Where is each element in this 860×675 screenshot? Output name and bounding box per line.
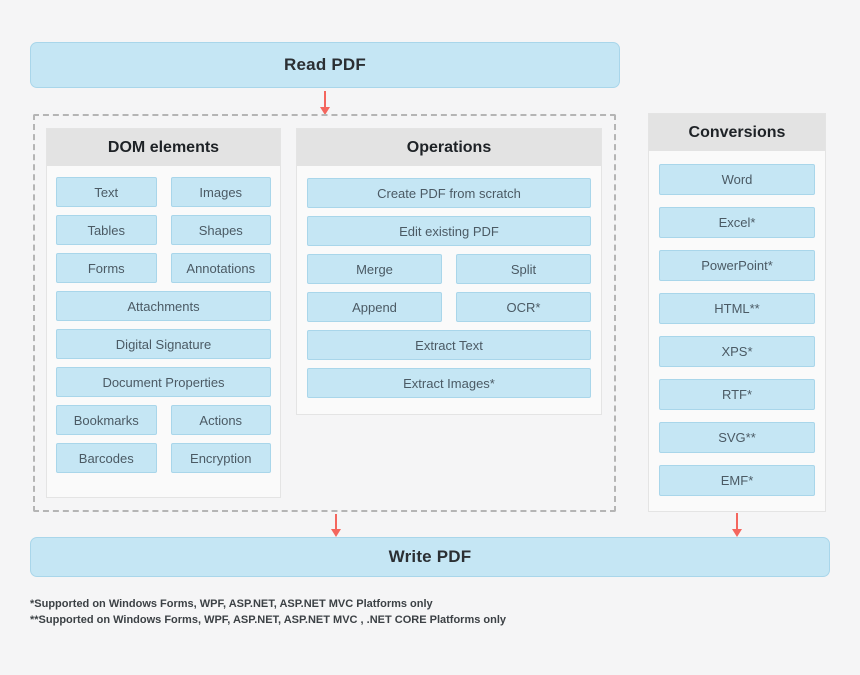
- operation-box: Extract Text: [307, 330, 591, 360]
- dom-item-box: Images: [170, 177, 271, 207]
- operations-panel: Operations Create PDF from scratch Edit …: [296, 128, 602, 415]
- dom-item-box: Actions: [170, 405, 271, 435]
- dom-elements-body: Text Images Tables Shapes Forms Annotati…: [47, 166, 280, 484]
- dom-elements-panel: DOM elements Text Images Tables Shapes F…: [46, 128, 281, 498]
- operation-box: Edit existing PDF: [307, 216, 591, 246]
- conversions-header: Conversions: [649, 114, 825, 151]
- conversion-box: HTML**: [659, 293, 815, 324]
- operations-body: Create PDF from scratch Edit existing PD…: [297, 166, 601, 410]
- operation-box: Extract Images*: [307, 368, 591, 398]
- conversion-box: SVG**: [659, 422, 815, 453]
- arrow-down-icon: [331, 514, 341, 537]
- conversion-box: EMF*: [659, 465, 815, 496]
- dom-item-box: Encryption: [170, 443, 271, 473]
- dom-item-box: Tables: [56, 215, 157, 245]
- dom-item-box: Document Properties: [56, 367, 271, 397]
- dom-item-box: Barcodes: [56, 443, 157, 473]
- dom-elements-header: DOM elements: [47, 129, 280, 166]
- conversions-panel: Conversions Word Excel* PowerPoint* HTML…: [648, 113, 826, 512]
- conversions-body: Word Excel* PowerPoint* HTML** XPS* RTF*…: [649, 151, 825, 509]
- conversion-box: PowerPoint*: [659, 250, 815, 281]
- dom-item-box: Annotations: [170, 253, 271, 283]
- conversion-box: Excel*: [659, 207, 815, 238]
- arrow-down-icon: [320, 91, 330, 115]
- write-pdf-label: Write PDF: [388, 547, 472, 566]
- operation-box: Merge: [307, 254, 442, 284]
- conversion-box: XPS*: [659, 336, 815, 367]
- dom-item-box: Text: [56, 177, 157, 207]
- write-pdf-node: Write PDF: [30, 537, 830, 577]
- dom-item-box: Shapes: [170, 215, 271, 245]
- conversion-box: RTF*: [659, 379, 815, 410]
- read-pdf-label: Read PDF: [284, 55, 366, 74]
- dom-item-box: Digital Signature: [56, 329, 271, 359]
- operation-box: Append: [307, 292, 442, 322]
- dom-operations-group: [33, 114, 616, 512]
- operation-box: OCR*: [456, 292, 591, 322]
- operation-box: Split: [456, 254, 591, 284]
- arrow-down-icon: [732, 513, 742, 537]
- dom-item-box: Attachments: [56, 291, 271, 321]
- footnote-double-asterisk: **Supported on Windows Forms, WPF, ASP.N…: [30, 614, 507, 626]
- footnotes: *Supported on Windows Forms, WPF, ASP.NE…: [30, 596, 506, 628]
- footnote-single-asterisk: *Supported on Windows Forms, WPF, ASP.NE…: [30, 598, 433, 610]
- operation-box: Create PDF from scratch: [307, 178, 591, 208]
- dom-item-box: Bookmarks: [56, 405, 157, 435]
- conversion-box: Word: [659, 164, 815, 195]
- dom-item-box: Forms: [56, 253, 157, 283]
- read-pdf-node: Read PDF: [30, 42, 620, 88]
- operations-header: Operations: [297, 129, 601, 166]
